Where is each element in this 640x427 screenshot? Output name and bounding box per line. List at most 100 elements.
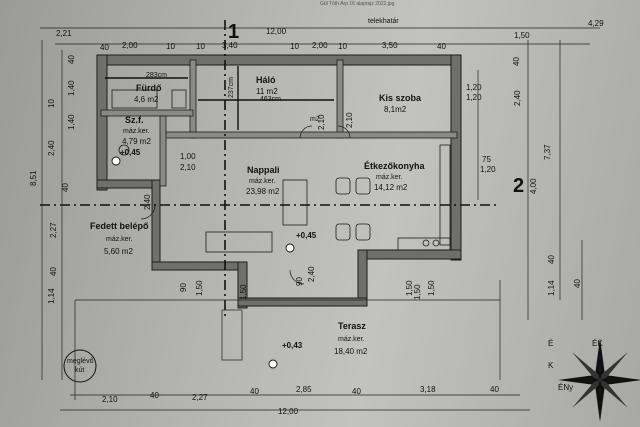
compass-rose — [558, 338, 640, 422]
dim-top-row2: 10 — [196, 42, 205, 51]
dim-left: 40 — [61, 183, 70, 192]
dim-top-row2: 10 — [166, 42, 175, 51]
level-marker-szf — [111, 156, 121, 166]
dim-misc: 2,10 — [317, 114, 326, 130]
dim-furdo-width: 283cm — [146, 72, 168, 79]
room-szf-area: 4,79 m2 — [122, 137, 151, 146]
room-szf-level: +0,45 — [120, 148, 141, 157]
dim-right-side: 75 — [482, 155, 491, 164]
wall-terrace-left — [237, 261, 248, 309]
dim-halo-width: 463cm — [260, 96, 282, 103]
kitchen-counter-bottom — [397, 237, 451, 251]
boundary-label: telekhatár — [368, 18, 399, 25]
chair — [355, 177, 371, 195]
section-mark-1: 1 — [228, 21, 240, 43]
dim-misc: 2,40 — [307, 266, 316, 282]
dim-left: 2,40 — [47, 140, 56, 156]
dim-left: 40 — [49, 267, 58, 276]
dim-top-row2: 3,40 — [222, 41, 238, 50]
room-etkezo-floor: máz.ker. — [376, 174, 403, 181]
dim-right: 40 — [512, 57, 521, 66]
room-terasz-level: +0,43 — [282, 341, 303, 350]
dim-top-row2: 2,00 — [312, 41, 328, 50]
wall-entry-top — [96, 179, 153, 189]
wall-bottom-left — [151, 261, 243, 271]
sofa — [205, 231, 273, 253]
wall-entry-right — [151, 179, 161, 271]
dim-top-row2: 3,50 — [382, 41, 398, 50]
dim-top-right: 4,29 — [588, 19, 604, 28]
room-nappali-level: +0,45 — [296, 231, 317, 240]
dim-top-row2: 40 — [437, 42, 446, 51]
dim-misc: 90 — [179, 283, 188, 292]
dim-right: 7,37 — [543, 144, 552, 160]
dim-bottom: 40 — [352, 387, 361, 396]
door-swing — [140, 204, 156, 220]
wall-terrace-bottom — [237, 297, 368, 307]
dim-left: 1,40 — [67, 80, 76, 96]
dim-misc: 2,10 — [180, 163, 196, 172]
dim-bottom: 2,10 — [102, 395, 118, 404]
chair — [355, 223, 371, 241]
compass-label-north: É — [548, 339, 554, 348]
dim-misc: 1,50 — [413, 284, 422, 300]
dim-left: 1,14 — [47, 288, 56, 304]
room-fedett-area: 5,60 m2 — [104, 247, 133, 256]
wall-left-upper — [96, 54, 108, 191]
dim-top-row2: 2,00 — [122, 41, 138, 50]
wall-right — [450, 54, 462, 261]
wall-szf-right — [159, 115, 167, 187]
dim-right-side: 1,20 — [466, 83, 482, 92]
dim-top-row2: 1,50 — [514, 31, 530, 40]
wall-top — [96, 54, 462, 66]
level-marker-terasz — [268, 359, 278, 369]
chair — [335, 177, 351, 195]
wall-furdo-halo — [189, 59, 197, 139]
room-etkezo-name: Étkezőkonyha — [364, 161, 425, 171]
dim-misc: 1,50 — [195, 280, 204, 296]
room-halo-name: Háló — [256, 75, 276, 85]
dim-left: 40 — [67, 55, 76, 64]
room-nappali-area: 23,98 m2 — [246, 187, 280, 196]
room-furdo-name: Fürdő — [136, 83, 162, 93]
dim-misc: 90 — [295, 277, 304, 286]
washbasin — [171, 89, 187, 109]
sink — [422, 239, 430, 247]
dim-right: 40 — [547, 255, 556, 264]
dim-right-side: 1,20 — [480, 165, 496, 174]
well-circle — [63, 349, 97, 383]
dim-left-outer: 8,51 — [29, 170, 38, 186]
wall-bedrooms-living — [164, 131, 458, 139]
dim-bottom: 2,27 — [192, 393, 208, 402]
dim-misc: 1,00 — [180, 152, 196, 161]
dim-bottom: 40 — [150, 391, 159, 400]
section-mark-2: 2 — [513, 175, 525, 197]
file-caption: Gül Tóth Arp 16 alaprajz 2023.jpg — [320, 1, 395, 7]
dim-bottom: 40 — [250, 387, 259, 396]
room-szf-floor: máz.ker. — [123, 128, 150, 135]
room-kisszoba-area: 8,1m2 — [384, 105, 407, 114]
room-terasz-area: 18,40 m2 — [334, 347, 368, 356]
m2-note: m2 — [310, 116, 320, 123]
wall-bottom-right — [357, 249, 462, 260]
dim-misc: 2,10 — [345, 112, 354, 128]
room-terasz-name: Terasz — [338, 321, 366, 331]
compass-label-northeast: ÉK — [592, 339, 603, 348]
dim-bottom: 40 — [490, 385, 499, 394]
room-nappali-floor: máz.ker. — [249, 178, 276, 185]
compass-label-east: K — [548, 361, 554, 370]
room-kisszoba-name: Kis szoba — [379, 93, 422, 103]
dim-top-total: 12,00 — [266, 27, 287, 36]
dim-misc: 1,50 — [427, 280, 436, 296]
well-label-2: kút — [75, 367, 85, 374]
room-halo-area: 11 m2 — [256, 87, 278, 96]
dim-left: 10 — [47, 99, 56, 108]
room-nappali-name: Nappali — [247, 165, 280, 175]
kitchen-counter — [439, 144, 451, 246]
dim-bottom: 2,85 — [296, 385, 312, 394]
table — [282, 179, 308, 226]
dim-right-side: 1,20 — [466, 93, 482, 102]
dim-halo-height: 237cm — [228, 76, 235, 98]
dim-bottom-total: 12,00 — [278, 407, 299, 416]
